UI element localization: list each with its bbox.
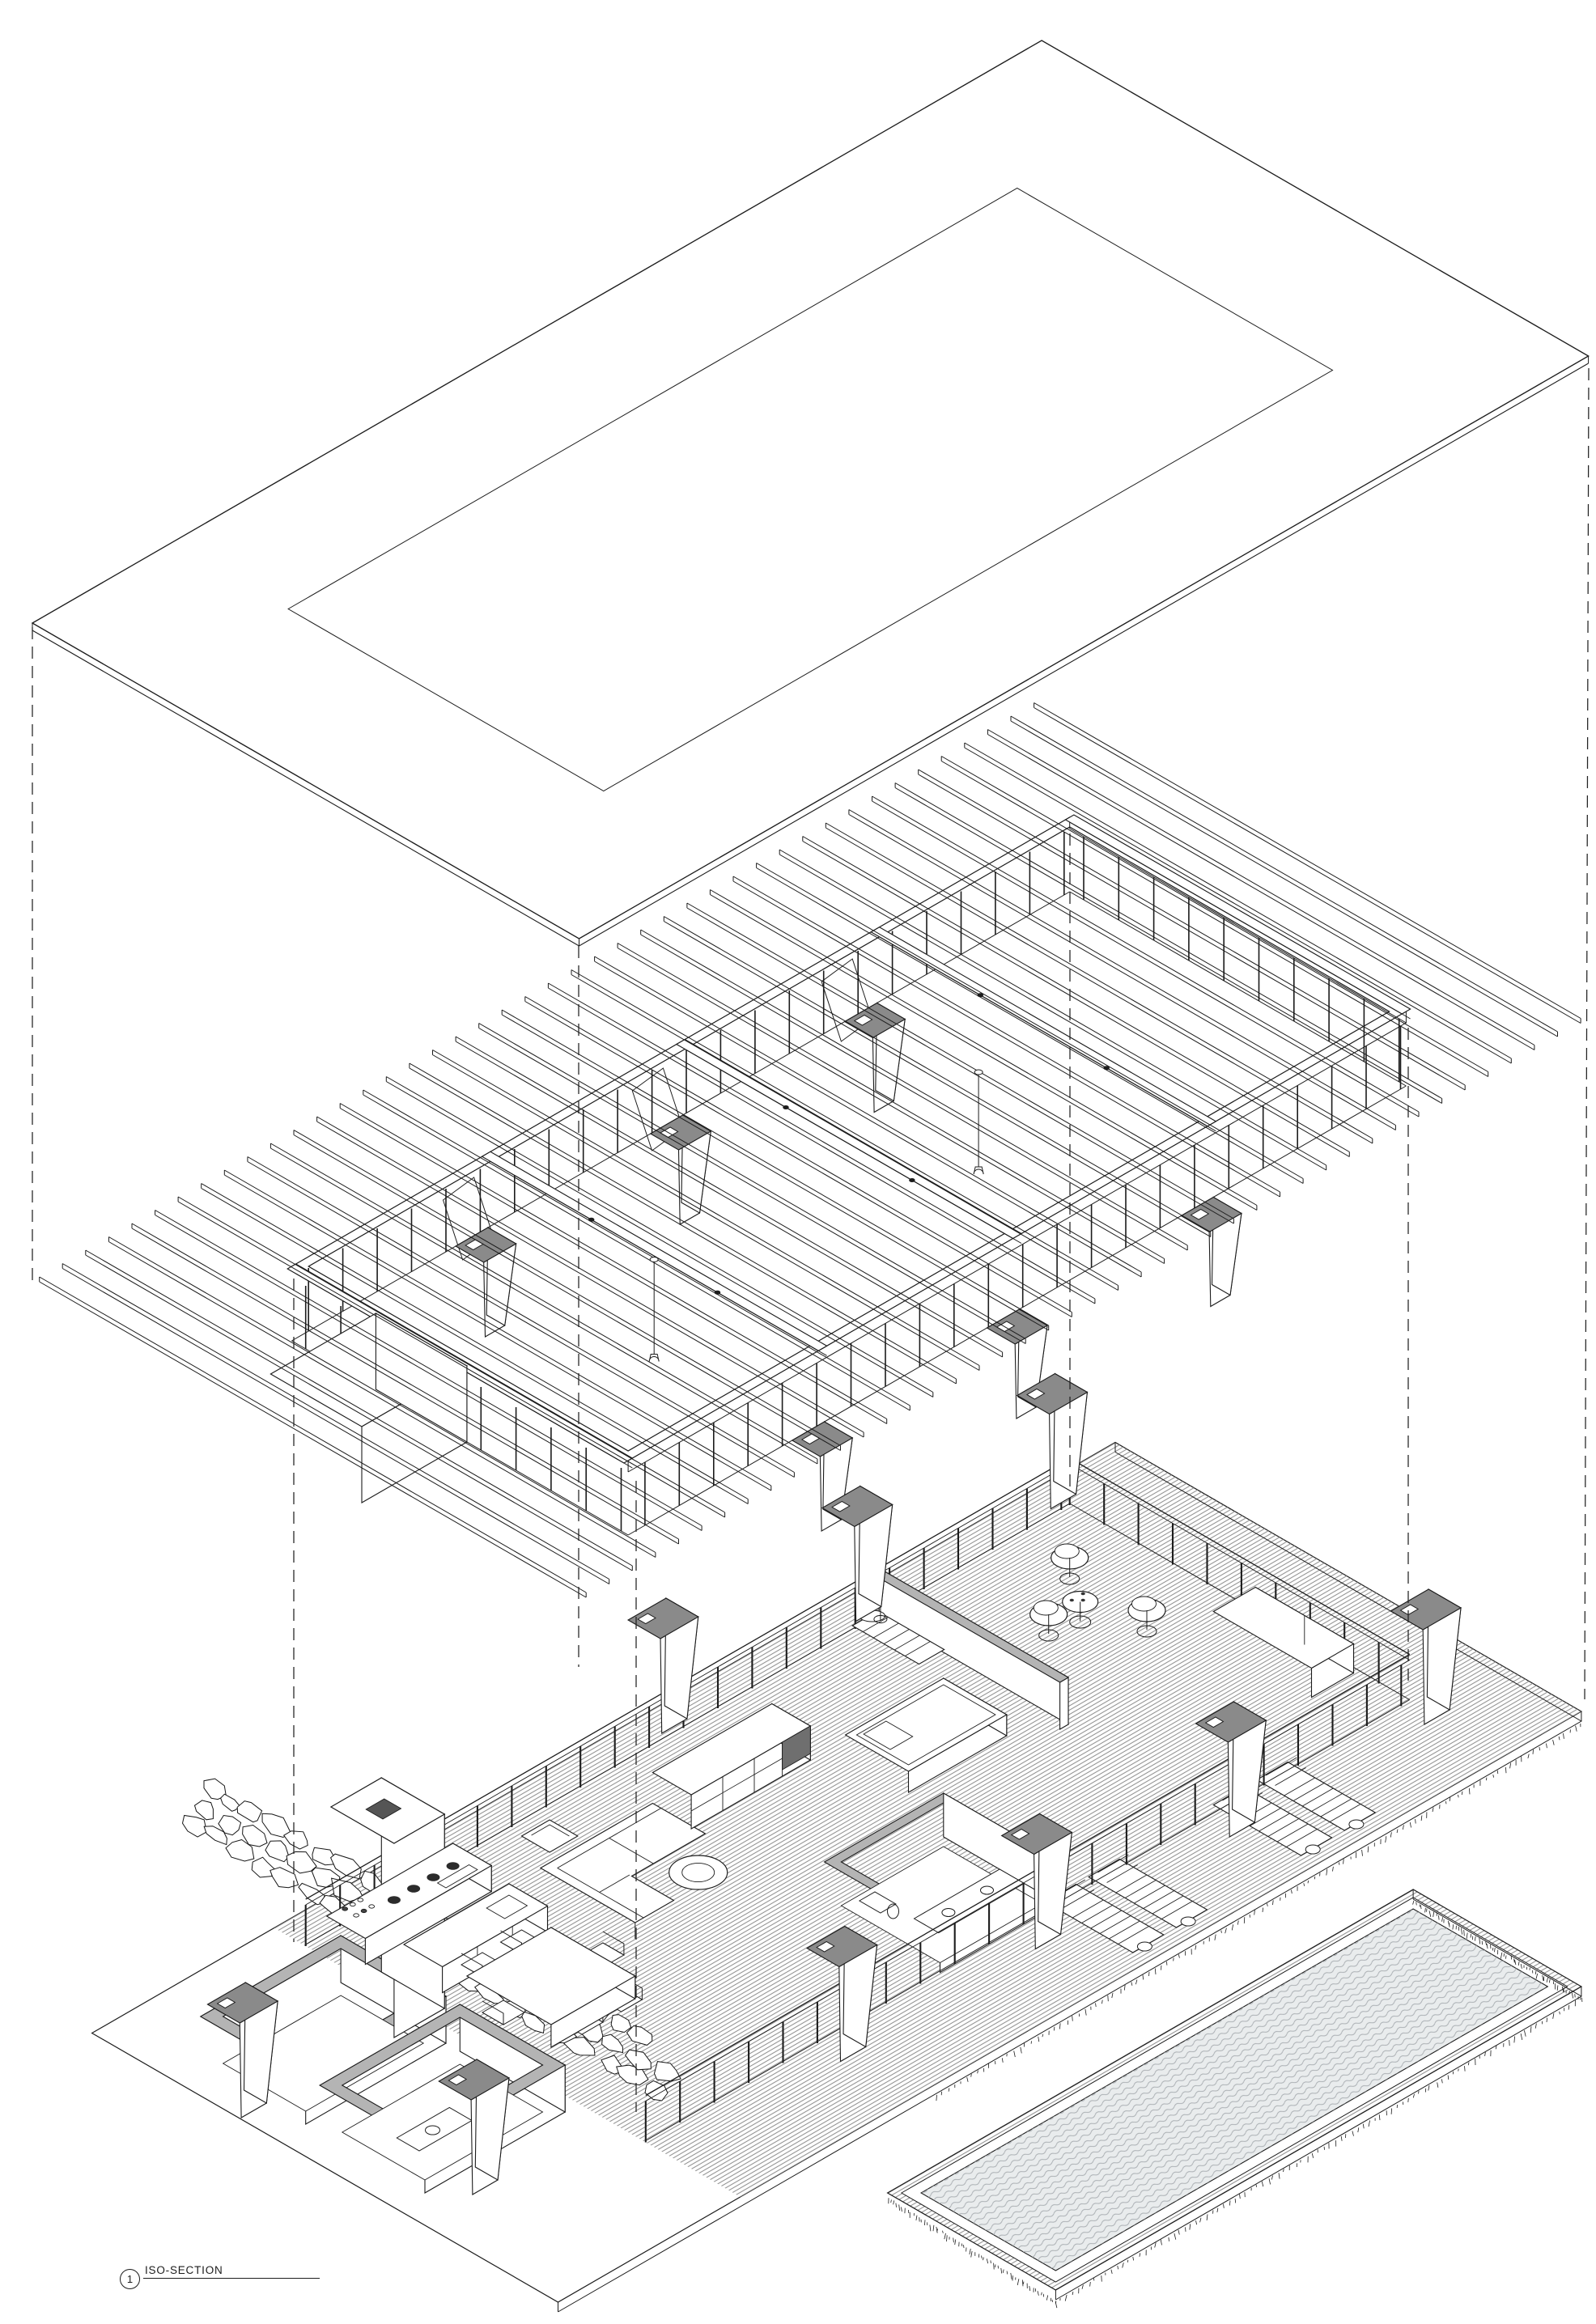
pool: [886, 1889, 1583, 2309]
clerestory-mullions: [304, 832, 1402, 1531]
sun-lounger: [1255, 1757, 1377, 1831]
pier-cap-plate: [1190, 1208, 1210, 1220]
pier-cap: [805, 1925, 878, 1968]
cross-beam: [1064, 814, 1411, 1015]
kitchen-counter: [325, 1843, 493, 1966]
grass-ticks: [1055, 1997, 1581, 2304]
pier-cap: [986, 1308, 1049, 1345]
pier-cap-plate: [1204, 1716, 1225, 1728]
floor-level-layer: [91, 1372, 1583, 2313]
kitchen-island: [402, 1883, 549, 1994]
sun-lounger: [1044, 1879, 1165, 1953]
cross-beam: [870, 927, 1217, 1127]
pier-cap: [791, 1421, 854, 1457]
view-title-block: 1 ISO-SECTION: [120, 2264, 320, 2289]
sink: [436, 1864, 478, 1889]
pier-cap-plate: [1399, 1604, 1420, 1616]
roof-framing-layer: [39, 702, 1581, 1598]
chaise-lounge: [851, 1609, 945, 1665]
sun-lounger: [1087, 1854, 1208, 1928]
sideboard: [1212, 1586, 1355, 1698]
dining-set: [460, 1927, 643, 2048]
pier-cap: [454, 1227, 517, 1263]
pier-cap-plate: [216, 1997, 236, 2009]
pendant-light: [973, 1166, 984, 1175]
roof-opening-outline: [287, 187, 1334, 792]
grass-ticks: [1412, 1900, 1583, 2002]
console-dark-door: [782, 1725, 811, 1771]
sofa-group: [539, 1802, 707, 1939]
cross-beam: [675, 1038, 1023, 1240]
pier-cap-plate: [853, 1014, 873, 1026]
pier-cap-plate: [1025, 1388, 1046, 1400]
media-console: [652, 1703, 812, 1830]
pier-cap-plate: [831, 1500, 851, 1512]
sitting-group: [1029, 1543, 1166, 1642]
rafters: [39, 702, 1581, 1598]
dining-table: [465, 1927, 636, 2025]
pier-cap: [821, 1485, 894, 1528]
roof-slab: [31, 40, 1590, 939]
grass-ticks: [888, 2198, 1058, 2309]
grass-ticks: [936, 1723, 1581, 2101]
chimney-vent: [365, 1798, 402, 1820]
pier-cap-plate: [1010, 1828, 1030, 1840]
wc: [858, 1891, 897, 1914]
detail-number-bubble: 1: [120, 2269, 140, 2289]
pier-cap-plate: [637, 1613, 656, 1625]
pier-cap-plate: [448, 2074, 468, 2086]
pendant-light: [648, 1354, 660, 1362]
title-underline: [143, 2278, 320, 2279]
projection-lines: [32, 367, 1590, 2112]
roof-slab-layer: [31, 40, 1590, 947]
pillow: [863, 1720, 914, 1750]
pier-cap: [438, 2059, 511, 2101]
pier-cap-plate: [816, 1940, 835, 1953]
pier-cap: [206, 1982, 279, 2024]
view-title-label: ISO-SECTION: [145, 2264, 223, 2276]
pier-cap: [1195, 1701, 1267, 1743]
sink: [486, 1894, 528, 1919]
bathroom: [823, 1792, 1060, 1974]
pier-cap: [1000, 1813, 1073, 1855]
detail-number: 1: [126, 2273, 134, 2285]
daybed: [844, 1677, 1008, 1793]
pier-cap: [626, 1597, 699, 1639]
armchair: [520, 1819, 579, 1853]
pier-cap: [649, 1114, 712, 1151]
projection-dash: [1584, 367, 1590, 1700]
